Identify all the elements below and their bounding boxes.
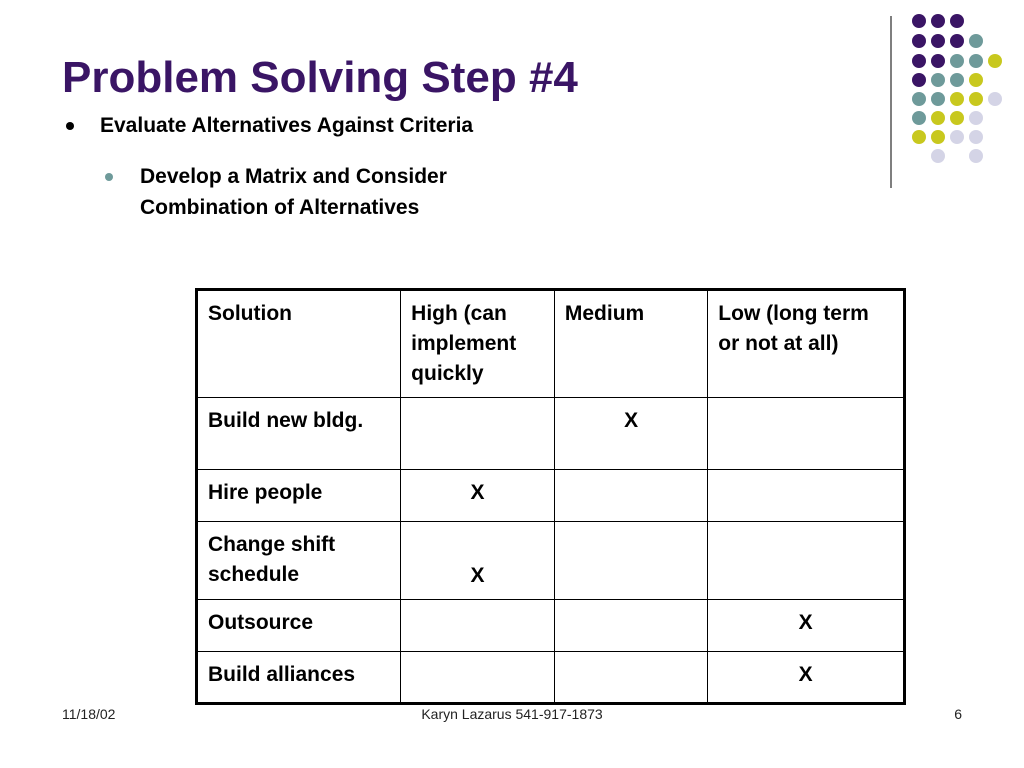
high-cell: X (400, 469, 555, 522)
decor-dot (931, 54, 945, 68)
decorative-dot-grid (912, 14, 1012, 164)
decor-dot (969, 149, 983, 163)
low-cell (707, 469, 905, 522)
footer-page-number: 6 (954, 706, 962, 722)
low-cell (707, 397, 905, 470)
footer-date: 11/18/02 (62, 706, 116, 722)
bullet-text: Evaluate Alternatives Against Criteria (100, 114, 474, 137)
solution-cell: Hire people (195, 469, 402, 522)
solution-cell: Build new bldg. (195, 397, 402, 470)
sub-bullet-text: Develop a Matrix and Consider Combinatio… (140, 165, 447, 219)
decor-dot (912, 14, 926, 28)
decor-dot (950, 34, 964, 48)
medium-cell (553, 651, 709, 704)
header-cell: Medium (553, 289, 709, 398)
decor-dot (950, 54, 964, 68)
header-cell: Solution (195, 289, 402, 398)
decor-dot (950, 111, 964, 125)
footer-author: Karyn Lazarus 541-917-1873 (421, 706, 603, 722)
decor-dot (969, 34, 983, 48)
bullet-list: Evaluate Alternatives Against Criteria D… (60, 110, 480, 223)
decor-dot (912, 54, 926, 68)
table-row: Hire people X (195, 469, 905, 522)
decor-dot (950, 73, 964, 87)
decor-dot (912, 130, 926, 144)
low-cell: X (707, 651, 905, 704)
decor-dot (931, 14, 945, 28)
low-cell: X (707, 599, 905, 652)
decor-dot (969, 130, 983, 144)
decision-matrix-table: Solution High (can implement quickly Med… (195, 288, 906, 705)
decor-dot (931, 111, 945, 125)
decor-dot (912, 111, 926, 125)
divider-line (890, 16, 892, 188)
bullet-item: Evaluate Alternatives Against Criteria (60, 110, 480, 141)
bullet-dot-icon (66, 122, 74, 130)
medium-cell (553, 469, 709, 522)
header-cell: Low (long term or not at all) (707, 289, 905, 398)
decor-dot (969, 73, 983, 87)
high-cell (400, 651, 555, 704)
high-cell: X (400, 521, 555, 600)
medium-cell: X (553, 397, 709, 470)
solution-cell: Outsource (195, 599, 402, 652)
decor-dot (950, 130, 964, 144)
header-cell: High (can implement quickly (400, 289, 555, 398)
decor-dot (950, 14, 964, 28)
medium-cell (553, 521, 709, 600)
high-cell (400, 397, 555, 470)
sub-bullet-item: Develop a Matrix and Consider Combinatio… (60, 161, 480, 223)
table-header-row: Solution High (can implement quickly Med… (195, 289, 905, 398)
sub-bullet-dot-icon (105, 173, 113, 181)
decor-dot (931, 73, 945, 87)
decor-dot (969, 92, 983, 106)
decor-dot (912, 92, 926, 106)
low-cell (707, 521, 905, 600)
table-row: Outsource X (195, 599, 905, 652)
decor-dot (912, 73, 926, 87)
decor-dot (969, 111, 983, 125)
decor-dot (931, 92, 945, 106)
decor-dot (969, 54, 983, 68)
decor-dot (988, 54, 1002, 68)
table-row: Build new bldg. X (195, 397, 905, 470)
solution-cell: Build alliances (195, 651, 402, 704)
decor-dot (950, 92, 964, 106)
decor-dot (931, 149, 945, 163)
decor-dot (912, 34, 926, 48)
high-cell (400, 599, 555, 652)
table-row: Build alliances X (195, 651, 905, 704)
slide-title: Problem Solving Step #4 (62, 53, 578, 102)
decor-dot (988, 92, 1002, 106)
solution-cell: Change shift schedule (195, 521, 402, 600)
decor-dot (931, 34, 945, 48)
table-row: Change shift schedule X (195, 521, 905, 600)
medium-cell (553, 599, 709, 652)
decor-dot (931, 130, 945, 144)
